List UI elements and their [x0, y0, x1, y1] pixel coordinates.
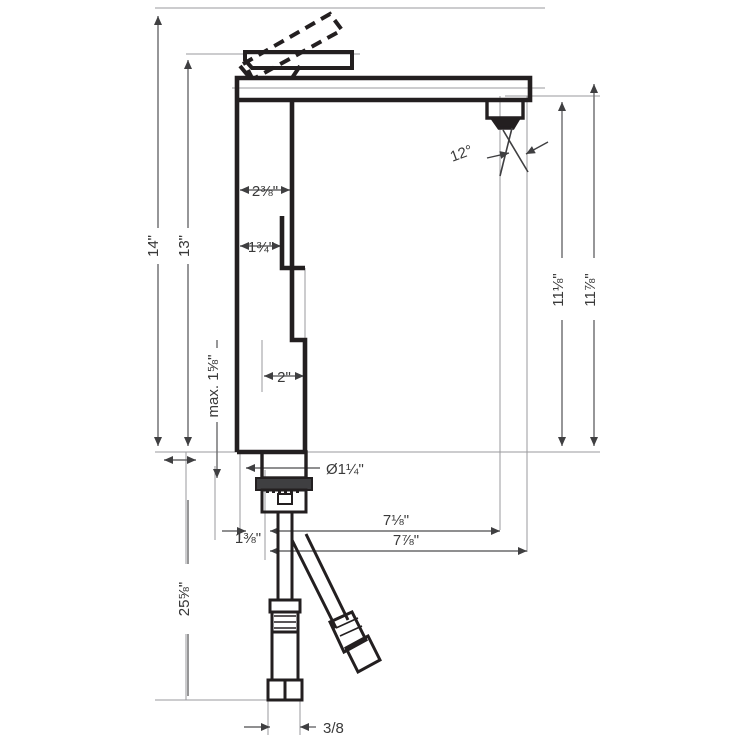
label-mounting-hole-diameter: Ø1¼" — [326, 461, 364, 478]
body-inner-right-edge — [289, 100, 308, 452]
label-spout-reach-outer: 7⅞" — [393, 532, 419, 549]
label-body-width-mid: 1¾" — [248, 239, 274, 256]
dimension-label-text-overlay: 14" 13" max. 1⅝" 25⅝" 11⅛" 11⅞" — [145, 235, 599, 616]
hose-body-lower — [270, 630, 300, 682]
nut-detail — [277, 493, 293, 505]
angle-ref-line-b — [502, 129, 529, 173]
branch-tube-left — [290, 539, 338, 629]
label-body-width-lower: 2" — [277, 369, 291, 386]
label-body-height-text: 13" — [176, 235, 193, 257]
branch-end-fitting — [344, 633, 382, 675]
aerator-outlet — [490, 117, 521, 130]
label-spout-reach-inner: 7⅛" — [383, 512, 409, 529]
label-shank-length: 1⅜" — [235, 530, 261, 547]
aerator-housing — [485, 100, 525, 120]
label-aerator-angle: 12° — [448, 142, 475, 166]
faucet-body-outline — [234, 75, 533, 455]
handle-pivot — [246, 69, 254, 79]
lever-handle-closed — [243, 50, 354, 70]
supply-hose — [266, 512, 304, 702]
handle-base-cap — [238, 64, 302, 80]
label-hose-connection: 3/8 — [323, 720, 344, 737]
shank-collar — [260, 450, 308, 480]
hose-ferrule-upper — [268, 598, 302, 614]
mounting-nut — [260, 488, 308, 514]
lever-handle — [238, 50, 354, 80]
angle-leader-left — [486, 151, 510, 159]
branch-tube-right — [304, 533, 350, 621]
label-spout-height-inner-text: 11⅛" — [550, 273, 567, 306]
horizontal-dimension-lines — [164, 186, 527, 731]
spout-arm-outline — [234, 75, 533, 452]
hose-knurl — [274, 615, 296, 629]
mounting-assembly — [255, 450, 313, 514]
label-max-deck-thickness-text: max. 1⅝" — [205, 355, 222, 418]
angle-indicator — [486, 127, 549, 177]
label-body-width-upper: 2⅜" — [252, 183, 278, 200]
dimension-label-masks — [150, 228, 603, 634]
angle-leader-right — [525, 141, 549, 155]
branch-hose — [290, 533, 382, 675]
branch-ferrule — [328, 610, 368, 655]
label-overall-height-text: 14" — [145, 235, 162, 257]
label-hose-length-text: 25⅝" — [176, 582, 193, 617]
vertical-dimension-lines — [154, 16, 598, 696]
lever-handle-open-dashed — [242, 11, 345, 80]
sealing-washer — [255, 477, 313, 491]
body-step-detail — [279, 216, 305, 271]
spout-aerator — [485, 100, 525, 130]
lever-handle-open-position — [242, 11, 345, 80]
branch-knurl — [335, 617, 363, 637]
label-spout-height-outer-text: 11⅞" — [582, 273, 599, 306]
